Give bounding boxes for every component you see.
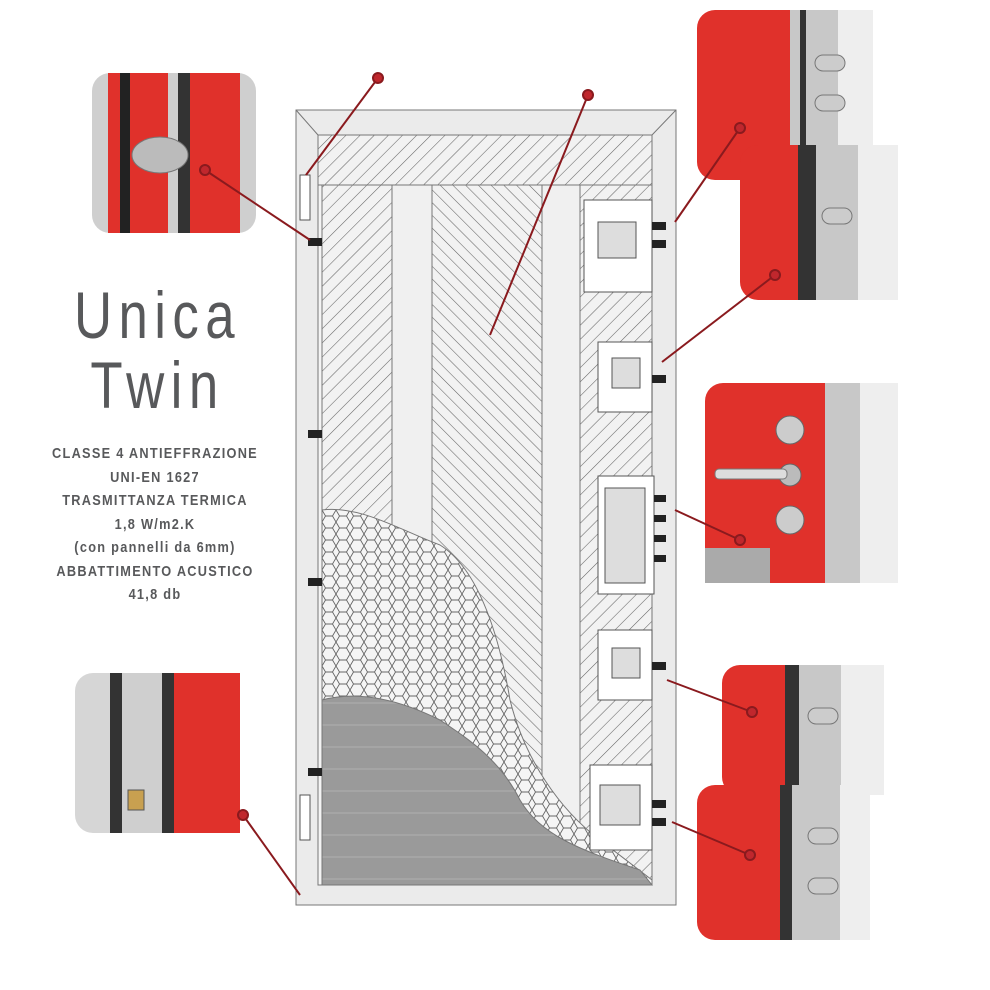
top-reinforcement <box>317 134 653 186</box>
thumbnail-bolts-bottom <box>697 785 870 940</box>
spec-list: CLASSE 4 ANTIEFFRAZIONE UNI-EN 1627 TRAS… <box>49 442 262 607</box>
hinges <box>299 174 322 841</box>
thumbnail-hinge-pin <box>92 73 256 233</box>
product-name-line2: Twin <box>90 348 225 422</box>
thumbnail-single-bolt <box>740 145 898 300</box>
spec-thermal-value: 1,8 W/m2.K <box>114 515 196 533</box>
spec-thermal-label: TRASMITTANZA TERMICA <box>62 492 248 509</box>
thumbnail-threshold <box>75 673 240 833</box>
cladding-panel <box>321 695 654 886</box>
spec-standard: UNI-EN 1627 <box>110 468 200 486</box>
spec-acoustic-value: 41,8 db <box>128 586 182 603</box>
callout-leaders <box>199 72 781 896</box>
spec-acoustic-label: ABBATTIMENTO ACUSTICO <box>56 562 254 580</box>
spec-class: CLASSE 4 ANTIEFFRAZIONE <box>52 445 258 462</box>
product-name-line1: Unica <box>74 278 241 352</box>
spec-thermal-note: (con pannelli da 6mm) <box>74 539 236 556</box>
thumbnail-lock-handle <box>705 383 898 583</box>
door-core <box>321 184 654 886</box>
vertical-stiffener <box>541 184 581 886</box>
thumbnail-bolt-lower <box>722 665 884 795</box>
lock-mechanisms <box>583 199 666 851</box>
